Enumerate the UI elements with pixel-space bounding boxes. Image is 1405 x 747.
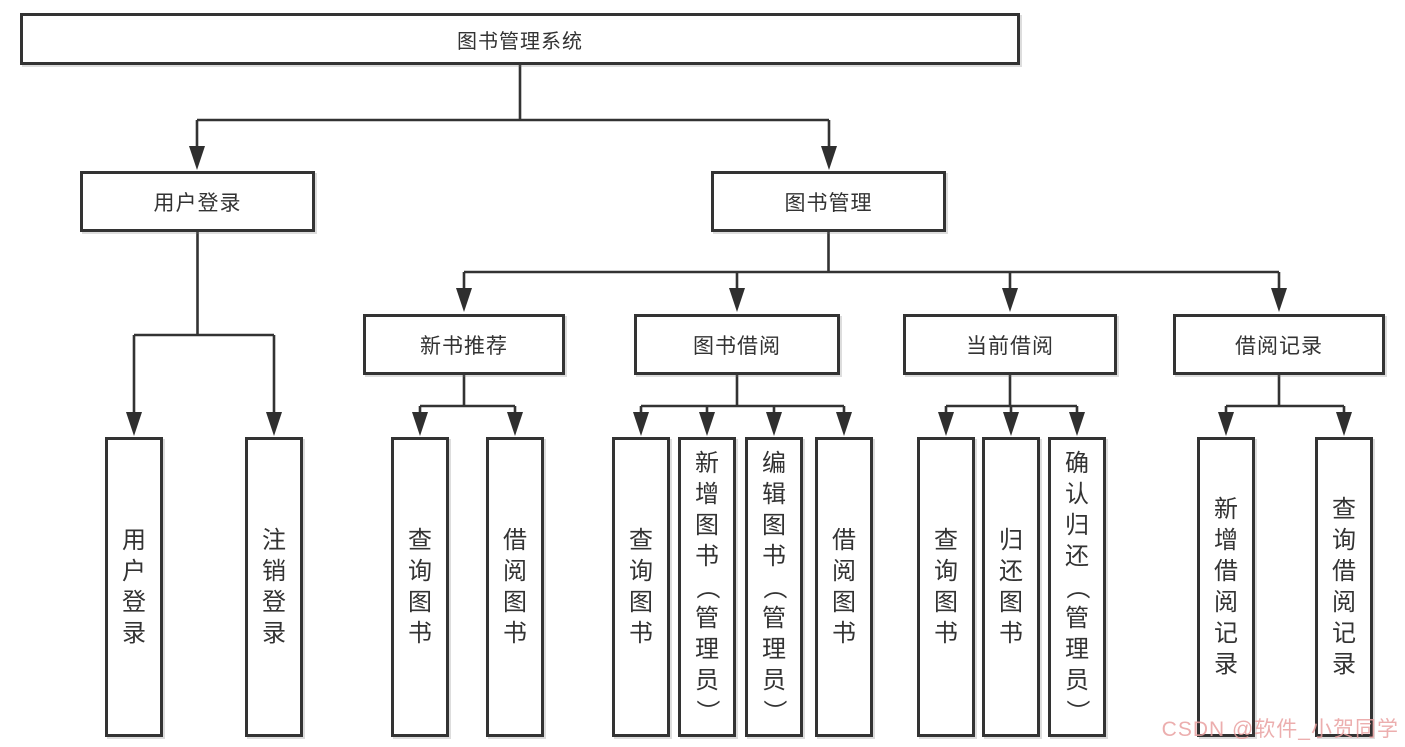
leaf-cb-return-books-label: 归还图书 [999, 527, 1023, 647]
leaf-nbr-borrow-books-label: 借阅图书 [503, 527, 527, 647]
leaf-user-login: 用户登录 [105, 437, 163, 737]
node-borrow-records: 借阅记录 [1173, 314, 1385, 375]
leaf-br-query-record: 查询借阅记录 [1315, 437, 1373, 737]
leaf-bb-edit-books-admin-label: 编辑图书（管理员） [760, 449, 788, 724]
node-root: 图书管理系统 [20, 13, 1020, 65]
node-borrow-records-label: 借阅记录 [1235, 334, 1323, 358]
leaf-br-query-record-label: 查询借阅记录 [1332, 496, 1356, 678]
node-book-management: 图书管理 [711, 171, 946, 232]
leaf-logout: 注销登录 [245, 437, 303, 737]
leaf-nbr-query-books-label: 查询图书 [408, 527, 432, 647]
leaf-bb-add-books-admin-label: 新增图书（管理员） [693, 449, 721, 724]
leaf-bb-query-books-label: 查询图书 [629, 527, 653, 647]
csdn-watermark: CSDN @软件_小贺同学 [1161, 718, 1399, 741]
leaf-cb-confirm-return-admin-label: 确认归还（管理员） [1063, 449, 1091, 724]
leaf-cb-return-books: 归还图书 [982, 437, 1040, 737]
node-user-login: 用户登录 [80, 171, 315, 232]
node-book-borrow-label: 图书借阅 [693, 334, 781, 358]
leaf-cb-confirm-return-admin: 确认归还（管理员） [1048, 437, 1106, 737]
node-book-management-label: 图书管理 [784, 191, 873, 215]
leaf-bb-query-books: 查询图书 [612, 437, 670, 737]
leaf-cb-query-books: 查询图书 [917, 437, 975, 737]
node-current-borrow-label: 当前借阅 [966, 334, 1054, 358]
node-new-book-recommend: 新书推荐 [363, 314, 565, 375]
leaf-user-login-label: 用户登录 [122, 527, 146, 647]
leaf-bb-borrow-books-label: 借阅图书 [832, 527, 856, 647]
leaf-bb-borrow-books: 借阅图书 [815, 437, 873, 737]
leaf-br-add-record-label: 新增借阅记录 [1214, 496, 1238, 678]
node-user-login-label: 用户登录 [153, 191, 242, 215]
leaf-br-add-record: 新增借阅记录 [1197, 437, 1255, 737]
leaf-nbr-query-books: 查询图书 [391, 437, 449, 737]
leaf-cb-query-books-label: 查询图书 [934, 527, 958, 647]
node-book-borrow: 图书借阅 [634, 314, 840, 375]
leaf-bb-add-books-admin: 新增图书（管理员） [678, 437, 736, 737]
node-current-borrow: 当前借阅 [903, 314, 1117, 375]
node-new-book-recommend-label: 新书推荐 [420, 334, 508, 358]
leaf-bb-edit-books-admin: 编辑图书（管理员） [745, 437, 803, 737]
leaf-nbr-borrow-books: 借阅图书 [486, 437, 544, 737]
node-root-label: 图书管理系统 [457, 30, 583, 53]
leaf-logout-label: 注销登录 [262, 527, 286, 647]
